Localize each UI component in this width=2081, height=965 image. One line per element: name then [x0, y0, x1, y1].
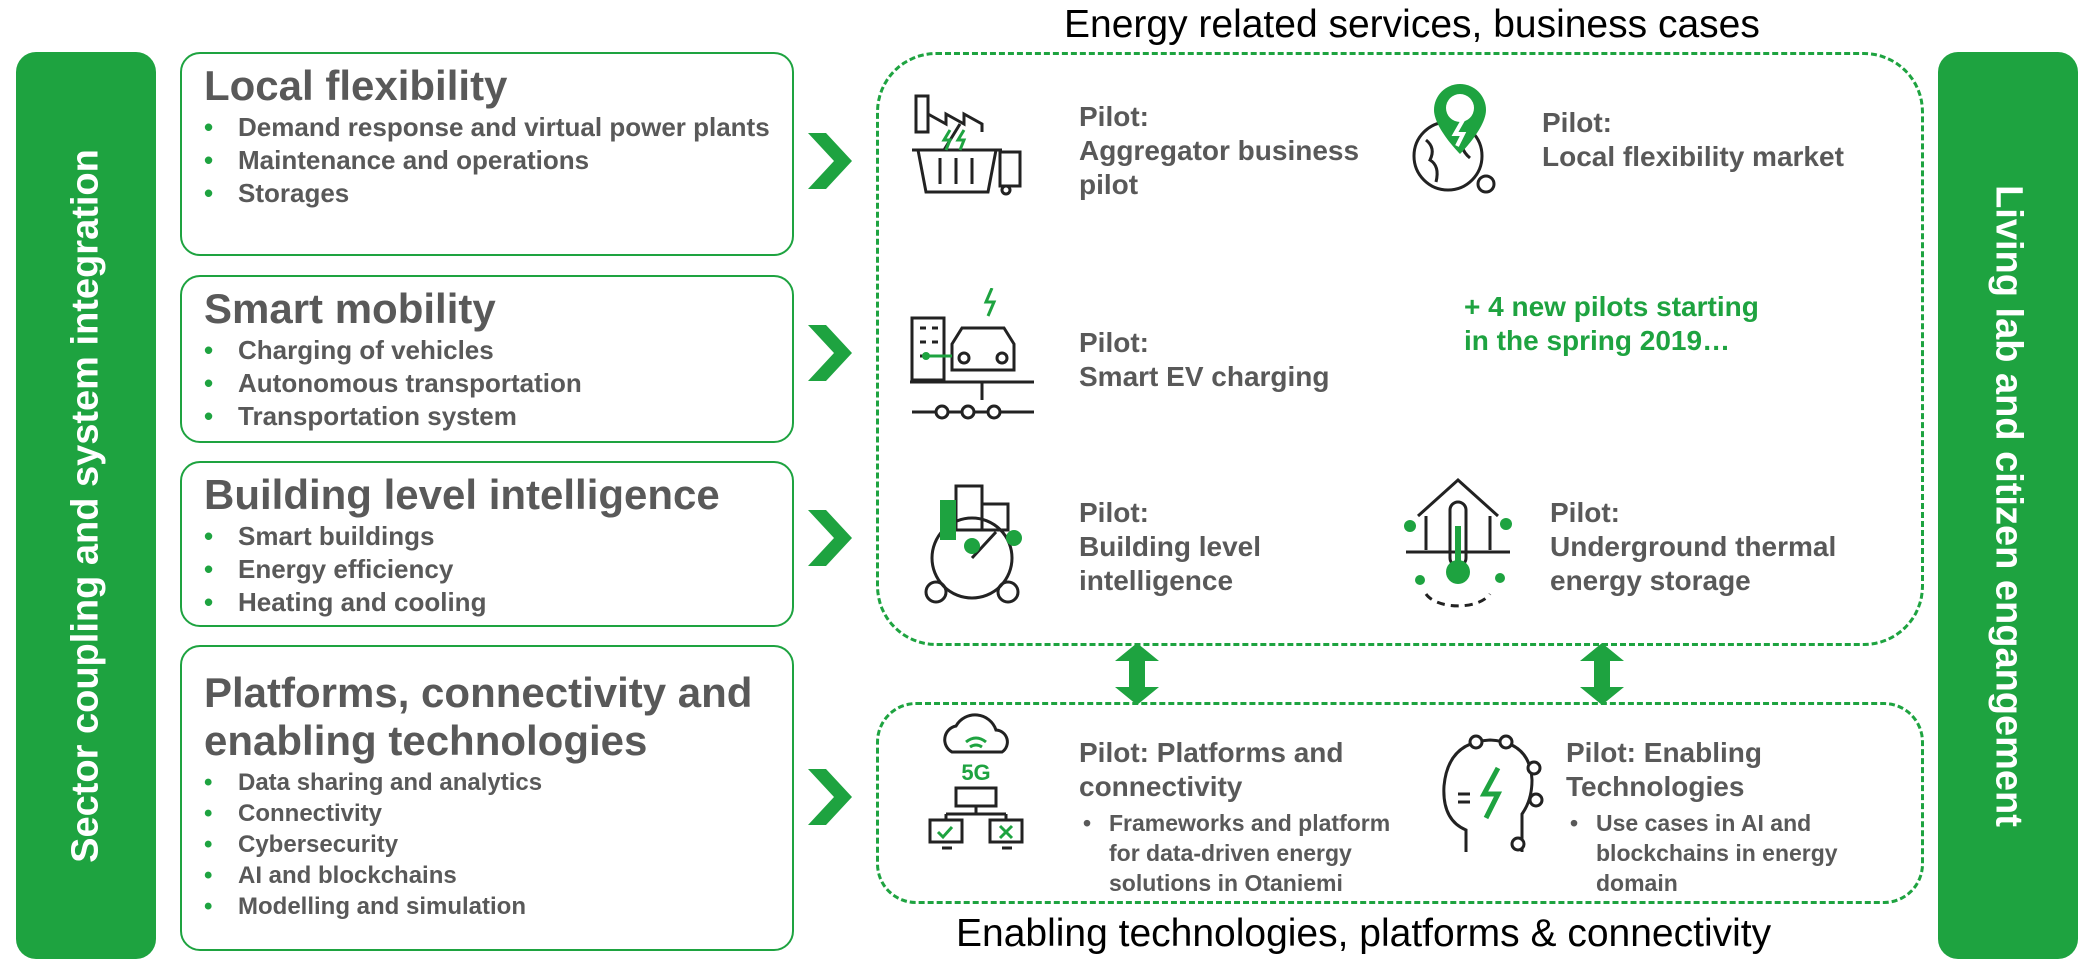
category-bullet: Modelling and simulation	[204, 891, 772, 922]
chevron-right-icon	[808, 510, 852, 566]
category-title: Smart mobility	[204, 285, 496, 332]
factory-basket-icon	[912, 94, 1022, 196]
category-bullet: Cybersecurity	[204, 829, 772, 860]
double-arrow-icon	[1115, 643, 1159, 705]
pilot-bullet: Frameworks and platform for data-driven …	[1079, 808, 1399, 898]
pilot-name: Pilot: Enabling Technologies	[1566, 737, 1762, 802]
left-side-bar: Sector coupling and system integration	[16, 52, 156, 959]
category-bullet: AI and blockchains	[204, 860, 772, 891]
category-bullet: Energy efficiency	[204, 553, 772, 586]
pilot-smart-ev-charging: Pilot: Smart EV charging	[1079, 326, 1379, 394]
chevron-right-icon	[808, 325, 852, 381]
pilot-underground-thermal-storage: Pilot: Underground thermal energy storag…	[1550, 496, 1870, 598]
pilot-name: Local flexibility market	[1542, 141, 1844, 172]
category-bullet: Autonomous transportation	[204, 367, 772, 400]
ev-charging-icon	[910, 288, 1034, 420]
category-bullet: Heating and cooling	[204, 586, 772, 619]
category-title: Platforms, connectivity and enabling tec…	[204, 669, 753, 764]
category-bullet-list: Charging of vehicles Autonomous transpor…	[204, 334, 772, 433]
chevron-right-icon	[808, 769, 852, 825]
category-bullet: Transportation system	[204, 400, 772, 433]
category-bullet: Storages	[204, 177, 772, 210]
globe-pin-people-icon	[1412, 84, 1496, 194]
bottom-region-title: Enabling technologies, platforms & conne…	[956, 912, 1772, 955]
chevron-right-icon	[808, 133, 852, 189]
category-title: Building level intelligence	[204, 471, 720, 518]
category-bullet: Charging of vehicles	[204, 334, 772, 367]
pilot-name: Underground thermal energy storage	[1550, 531, 1837, 596]
pilot-bullet-list: Frameworks and platform for data-driven …	[1079, 808, 1399, 898]
services-region	[876, 52, 1924, 646]
pilot-platforms-connectivity: Pilot: Platforms and connectivity Framew…	[1079, 736, 1399, 898]
building-gauge-icon	[924, 484, 1022, 604]
category-local-flexibility: Local flexibility Demand response and vi…	[180, 52, 794, 256]
pilot-local-flexibility-market: Pilot: Local flexibility market	[1542, 106, 1882, 174]
ai-head-circuit-icon	[1442, 734, 1544, 852]
category-smart-mobility: Smart mobility Charging of vehicles Auto…	[180, 275, 794, 443]
category-bullet: Maintenance and operations	[204, 144, 772, 177]
right-side-bar: Living lab and citizen engangement	[1938, 52, 2078, 959]
category-bullet-list: Smart buildings Energy efficiency Heatin…	[204, 520, 772, 619]
category-platforms-connectivity: Platforms, connectivity and enabling tec…	[180, 645, 794, 951]
pilot-bullet: Use cases in AI and blockchains in energ…	[1566, 808, 1886, 898]
pilot-name: Smart EV charging	[1079, 361, 1330, 392]
enabling-technologies-region	[876, 702, 1924, 904]
category-bullet-list: Demand response and virtual power plants…	[204, 111, 772, 210]
pilot-label: Pilot:	[1079, 101, 1149, 132]
thermal-storage-icon	[1404, 477, 1512, 608]
right-side-bar-label: Living lab and citizen engangement	[1987, 184, 2030, 827]
pilot-label: Pilot:	[1542, 107, 1612, 138]
top-region-title: Energy related services, business cases	[1064, 3, 1760, 46]
category-title: Local flexibility	[204, 62, 508, 109]
category-bullet: Data sharing and analytics	[204, 767, 772, 798]
left-side-bar-label: Sector coupling and system integration	[64, 148, 107, 863]
double-arrow-icon	[1580, 643, 1624, 705]
5g-label: 5G	[961, 760, 990, 785]
pilot-building-level-intelligence: Pilot: Building level intelligence	[1079, 496, 1379, 598]
category-bullet-list: Data sharing and analytics Connectivity …	[204, 767, 772, 922]
cloud-5g-network-icon: 5G	[928, 713, 1024, 850]
pilot-bullet-list: Use cases in AI and blockchains in energ…	[1566, 808, 1886, 898]
category-bullet: Smart buildings	[204, 520, 772, 553]
new-pilots-note: + 4 new pilots starting in the spring 20…	[1464, 291, 1759, 356]
category-building-level-intelligence: Building level intelligence Smart buildi…	[180, 461, 794, 627]
pilot-aggregator: Pilot: Aggregator business pilot	[1079, 100, 1379, 202]
category-bullet: Demand response and virtual power plants	[204, 111, 772, 144]
pilot-name: Aggregator business pilot	[1079, 135, 1360, 200]
pilot-name: Building level intelligence	[1079, 531, 1262, 596]
pilot-name: Pilot: Platforms and connectivity	[1079, 737, 1344, 802]
pilot-label: Pilot:	[1550, 497, 1620, 528]
pilot-enabling-technologies: Pilot: Enabling Technologies Use cases i…	[1566, 736, 1886, 898]
pilot-label: Pilot:	[1079, 327, 1149, 358]
category-bullet: Connectivity	[204, 798, 772, 829]
pilot-label: Pilot:	[1079, 497, 1149, 528]
